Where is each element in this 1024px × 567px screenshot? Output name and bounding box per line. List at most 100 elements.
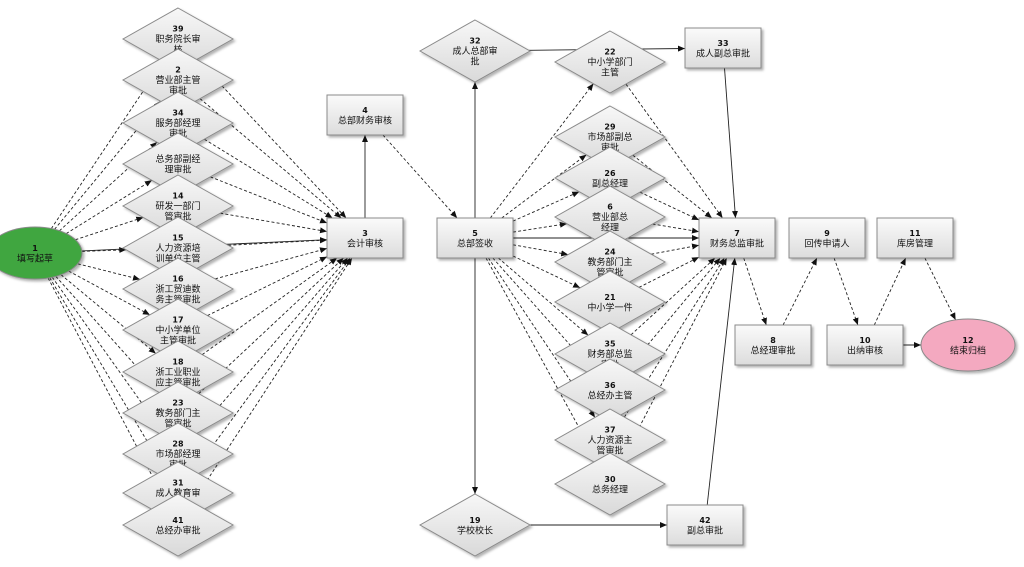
connector-31-to-3: [193, 257, 351, 472]
node-label: 会计审核: [347, 237, 383, 249]
node-label: 总务部副经: [155, 153, 200, 165]
node-number: 32: [469, 37, 480, 46]
connector-1-to-16: [77, 263, 141, 281]
workflow-node-17[interactable]: 17中小学单位主管审批: [121, 298, 235, 362]
node-diamond-shape: [418, 19, 532, 83]
node-number: 34: [172, 109, 184, 118]
connector-5-to-21: [512, 255, 581, 289]
node-label: 市场部经理: [155, 448, 200, 460]
node-label: 成人教育审: [155, 487, 200, 499]
connector-1-to-31: [49, 277, 165, 471]
node-label: 浙工业职业: [155, 366, 200, 378]
node-number: 9: [824, 229, 830, 238]
connector-26-to-7: [639, 191, 700, 221]
connector-5-to-36: [492, 257, 593, 370]
connector-35-to-7: [630, 257, 716, 336]
node-rect-shape: [326, 217, 404, 259]
node-number: 7: [734, 229, 740, 238]
node-rect-shape: [666, 504, 744, 546]
node-label: 总部财务审核: [338, 114, 392, 126]
workflow-node-28[interactable]: 28市场部经理审批: [121, 422, 235, 486]
node-number: 3: [362, 229, 368, 238]
connector-5-to-29: [501, 154, 587, 219]
node-ellipse-shape: [920, 318, 1016, 372]
connector-36-to-7: [627, 257, 721, 370]
node-number: 29: [604, 123, 616, 132]
node-rect-shape: [436, 217, 514, 259]
node-label: 库房管理: [897, 237, 933, 249]
workflow-node-2[interactable]: 2营业部主管审批: [121, 48, 235, 112]
connector-5-to-35: [498, 257, 589, 336]
connector-33-to-7: [724, 67, 738, 219]
connector-n_z-to-3: [210, 176, 328, 224]
node-ellipse-shape: [0, 226, 83, 280]
node-label: 管审批: [596, 445, 623, 457]
node-label: 副总经理: [592, 177, 628, 189]
connector-4-to-5: [382, 134, 458, 219]
node-number: 30: [604, 475, 616, 484]
node-number: 26: [604, 169, 616, 178]
node-number: 17: [172, 316, 183, 325]
connector-5-to-30: [485, 257, 598, 461]
node-diamond-shape: [418, 493, 532, 557]
node-label: 人力资源主: [587, 434, 632, 446]
node-number: 15: [172, 234, 184, 243]
node-rect-shape: [788, 217, 866, 259]
node-label: 成人总部审: [452, 45, 497, 57]
node-label: 副总审批: [687, 524, 723, 536]
node-label: 财务总监审批: [710, 237, 764, 249]
node-number: 19: [469, 516, 481, 525]
connector-5-to-24: [512, 244, 569, 257]
workflow-node-14[interactable]: 14研发一部门管审批: [121, 174, 235, 238]
node-label: 成人副总审批: [696, 47, 750, 59]
node-label: 服务部经理: [155, 117, 200, 129]
node-label: 研发一部门: [155, 200, 200, 212]
workflow-node-29[interactable]: 29市场部副总审批: [553, 105, 667, 169]
node-number: 14: [172, 192, 184, 201]
connector-5-to-37: [488, 257, 596, 418]
connector-1-to-14: [75, 216, 144, 241]
node-number: 37: [604, 426, 615, 435]
node-rect-shape: [326, 94, 404, 136]
node-number: 11: [909, 229, 921, 238]
node-number: 21: [604, 293, 616, 302]
node-label: 教务部门主: [587, 256, 632, 268]
node-diamond-shape: [121, 493, 235, 557]
node-label: 经理: [601, 222, 619, 234]
node-number: 16: [172, 275, 184, 284]
connector-14-to-3: [220, 212, 328, 234]
node-diamond-shape: [553, 452, 667, 516]
node-label: 出纳审核: [847, 344, 883, 356]
node-label: 总部签收: [457, 237, 493, 249]
workflow-node-39[interactable]: 39职务院长审核: [121, 7, 235, 71]
workflow-node-18[interactable]: 18浙工业职业应主管审批: [121, 340, 235, 404]
node-number: 23: [172, 399, 183, 408]
node-number: 6: [607, 203, 613, 212]
connector-16-to-3: [214, 247, 328, 280]
node-label: 教务部门主: [155, 407, 200, 419]
node-number: 10: [859, 336, 871, 345]
node-label: 总经办审批: [155, 524, 200, 536]
